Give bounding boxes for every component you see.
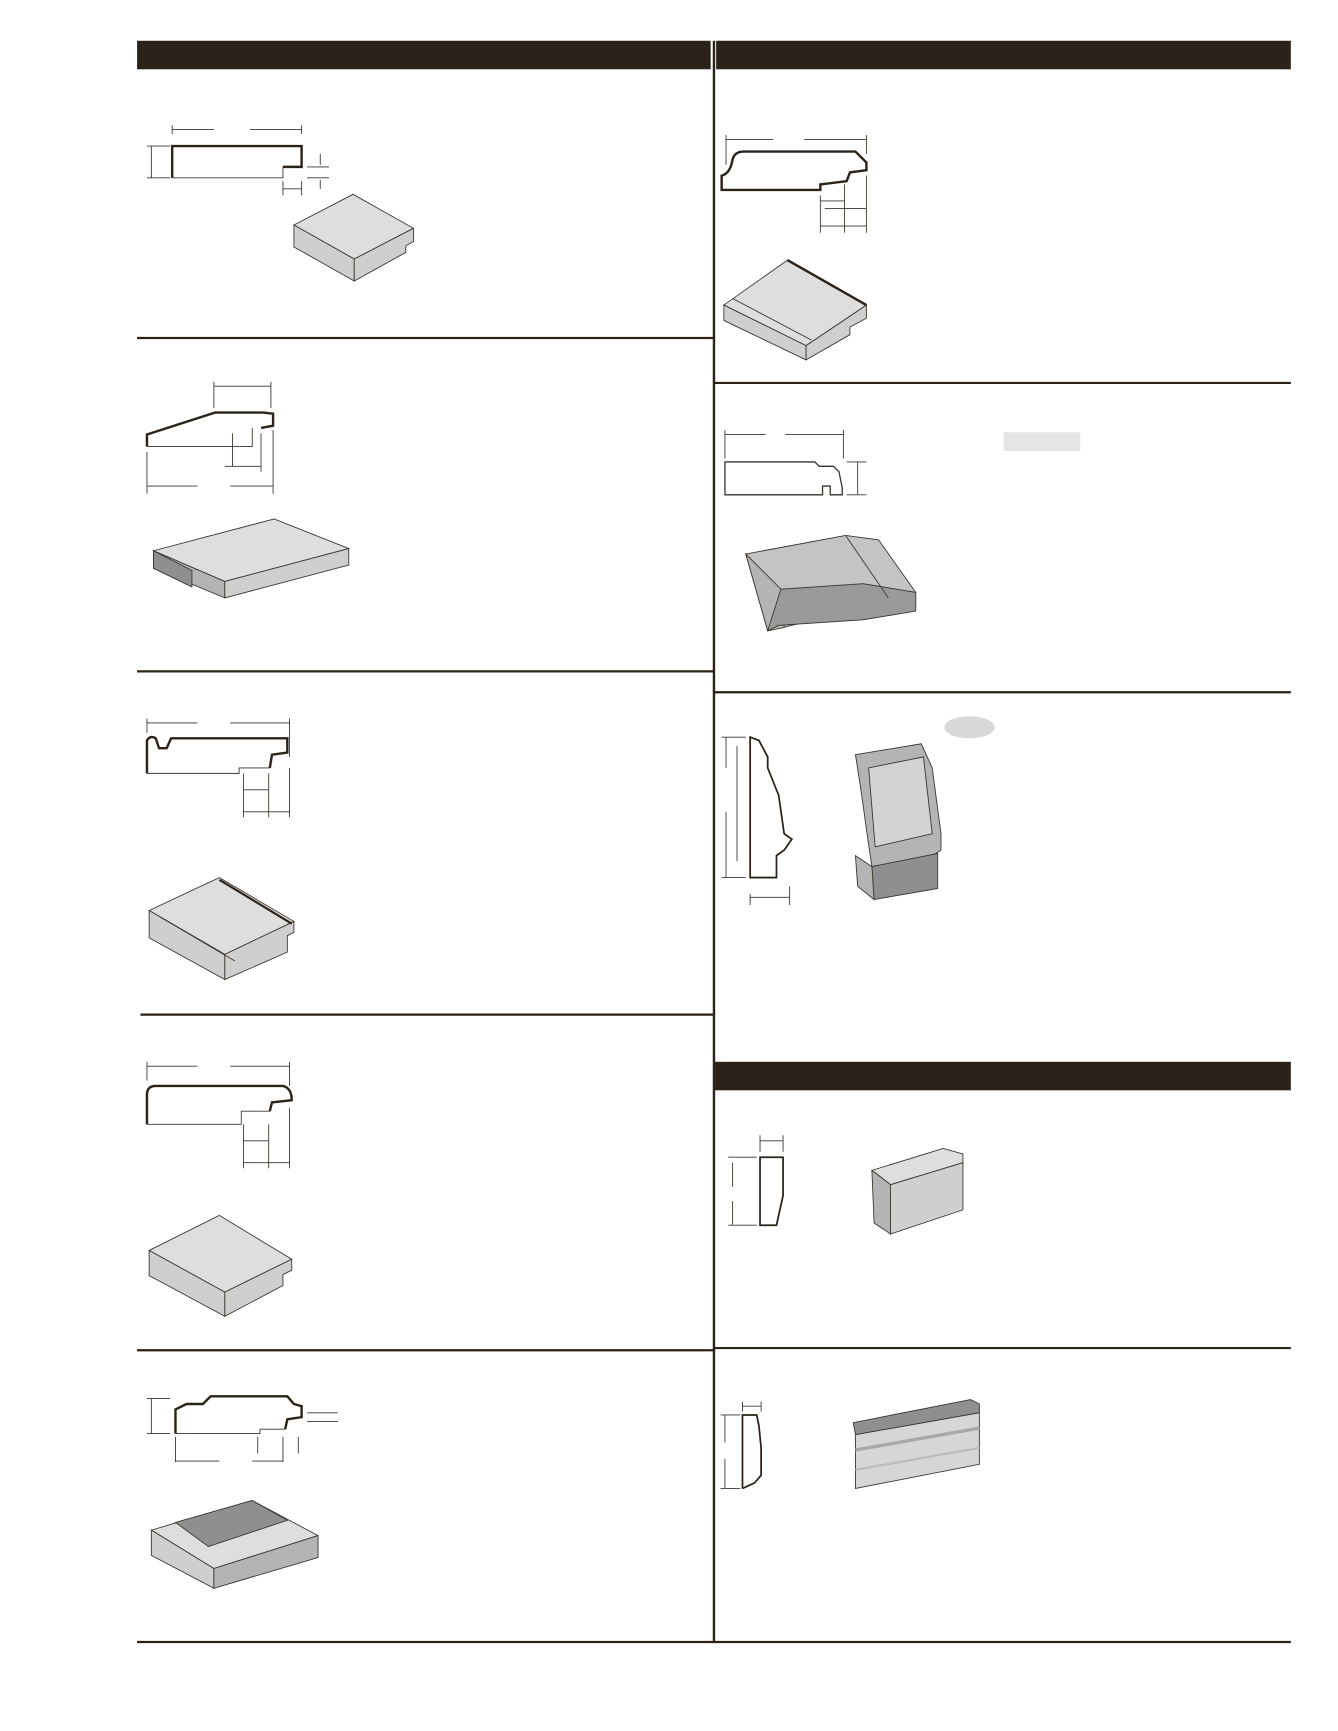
block-render-10	[852, 1399, 980, 1489]
block-render-1	[292, 193, 415, 282]
left-section-rules	[137, 336, 1291, 1644]
block-render-9	[870, 1147, 964, 1235]
gray-label-box	[1003, 432, 1081, 451]
block-render-3	[148, 877, 295, 981]
right-header-bar	[716, 40, 1291, 70]
block-render-4	[148, 1214, 293, 1317]
block-render-7	[744, 534, 917, 632]
left-header-bar	[137, 40, 711, 70]
profile-drawing-5	[146, 1395, 338, 1463]
right-section-rules	[713, 381, 1291, 1350]
profile-drawing-4	[145, 1061, 293, 1169]
profile-drawing-1	[146, 125, 330, 196]
block-render-2	[152, 518, 351, 599]
block-render-8	[854, 743, 942, 901]
profile-drawing-10	[720, 1401, 763, 1490]
block-render-6	[722, 259, 868, 361]
profile-drawing-8	[721, 735, 794, 905]
block-render-5	[150, 1500, 320, 1589]
profile-drawing-3	[145, 718, 290, 818]
profile-drawing-7	[724, 430, 867, 496]
profile-drawing-2	[145, 381, 275, 494]
gray-badge	[944, 716, 995, 739]
profile-drawing-6	[720, 135, 868, 233]
profile-drawing-9	[728, 1135, 784, 1227]
right-lower-header-bar	[715, 1061, 1291, 1091]
